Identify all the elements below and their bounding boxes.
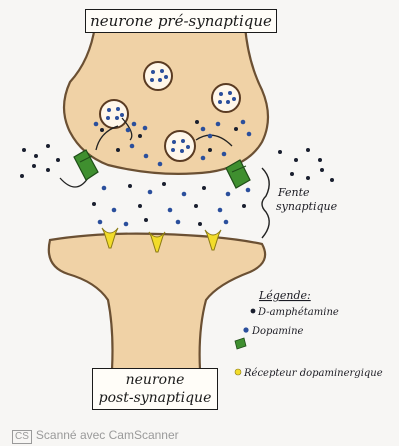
dopamine-swatch [243,327,248,332]
amphetamine-molecule [234,127,238,131]
amphetamine-molecule [116,148,120,152]
amphetamine-molecule [294,158,298,162]
dopamine-molecule [158,162,163,167]
postsynaptic-label-line1: neurone [93,371,217,389]
amphetamine-molecule [208,148,212,152]
amphetamine-molecule [162,182,166,186]
legend-dopamine: Dopamine [251,326,304,337]
dopamine-molecule [94,122,99,127]
transporter-swatch [235,338,246,349]
amphetamine-molecule [22,148,26,152]
amphetamine-molecule [278,150,282,154]
dopamine-molecule [246,188,251,193]
amphetamine-molecule [34,154,38,158]
dopamine-molecule [222,152,227,157]
amphetamine-molecule [202,186,206,190]
postsynaptic-label: neurone post-synaptique [92,368,218,410]
dopamine-molecule [168,208,173,213]
dopamine-molecule [124,222,129,227]
amphetamine-molecule [56,158,60,162]
dopamine-molecule [241,120,246,125]
cleft-label-line2: synaptique [276,200,338,213]
amphetamine-molecule [242,204,246,208]
dopamine-molecule [176,220,181,225]
postsynaptic-label-line2: post-synaptique [93,389,217,407]
dopamine-molecule [112,208,117,213]
amphetamine-molecule [46,144,50,148]
dopamine-molecule [201,156,206,161]
cleft-brace [262,168,269,238]
dopamine-molecule [126,128,131,133]
dopamine-molecule [226,192,231,197]
amphetamine-molecule [290,172,294,176]
amphetamine-molecule [138,134,142,138]
dopamine-molecule [132,122,137,127]
dopamine-molecule [208,134,213,139]
amphetamine-molecule [32,164,36,168]
amphetamine-molecule [138,204,142,208]
dopamine-molecule [102,186,107,191]
amphetamine-molecule [92,202,96,206]
legend: Légende: D-amphétamine Dopamine Récepteu… [235,289,383,379]
amphetamine-molecule [194,204,198,208]
dopamine-molecule [148,190,153,195]
amphetamine-molecule [318,158,322,162]
dopamine-molecule [201,127,206,132]
vesicle [100,100,128,128]
amphetamine-molecule [198,222,202,226]
amphetamine-molecule [306,148,310,152]
dopamine-molecule [130,144,135,149]
dopamine-molecule [247,132,252,137]
dopamine-molecule [224,220,229,225]
amphetamine-molecule [330,178,334,182]
camscanner-badge: CS [12,430,32,444]
amphetamine-molecule [128,184,132,188]
dopamine-molecule [182,192,187,197]
camscanner-watermark: CS Scanné avec CamScanner [12,428,179,444]
amphetamine-molecule [100,128,104,132]
vesicle [165,131,195,161]
camscanner-text: Scanné avec CamScanner [36,428,179,442]
vesicle [144,62,172,90]
amphetamine-molecule [46,168,50,172]
dopamine-molecule [144,154,149,159]
postsynaptic-neuron [49,234,265,370]
amphetamine-molecule [306,176,310,180]
amphetamine-molecule [20,174,24,178]
presynaptic-label: neurone pré-synaptique [85,9,277,33]
receptor-swatch [235,369,241,375]
amphetamine-molecule [320,168,324,172]
legend-title: Légende: [258,289,311,302]
dopamine-molecule [216,122,221,127]
vesicle [212,84,240,112]
legend-receptor: Récepteur dopaminergique [243,368,383,379]
amphetamine-molecule [144,218,148,222]
dopamine-molecule [218,208,223,213]
dopamine-molecule [143,126,148,131]
legend-amphetamine: D-amphétamine [257,307,339,318]
cleft-label-line1: Fente [277,186,310,199]
dopamine-molecule [98,220,103,225]
amphetamine-swatch [251,309,256,314]
amphetamine-molecule [195,120,199,124]
